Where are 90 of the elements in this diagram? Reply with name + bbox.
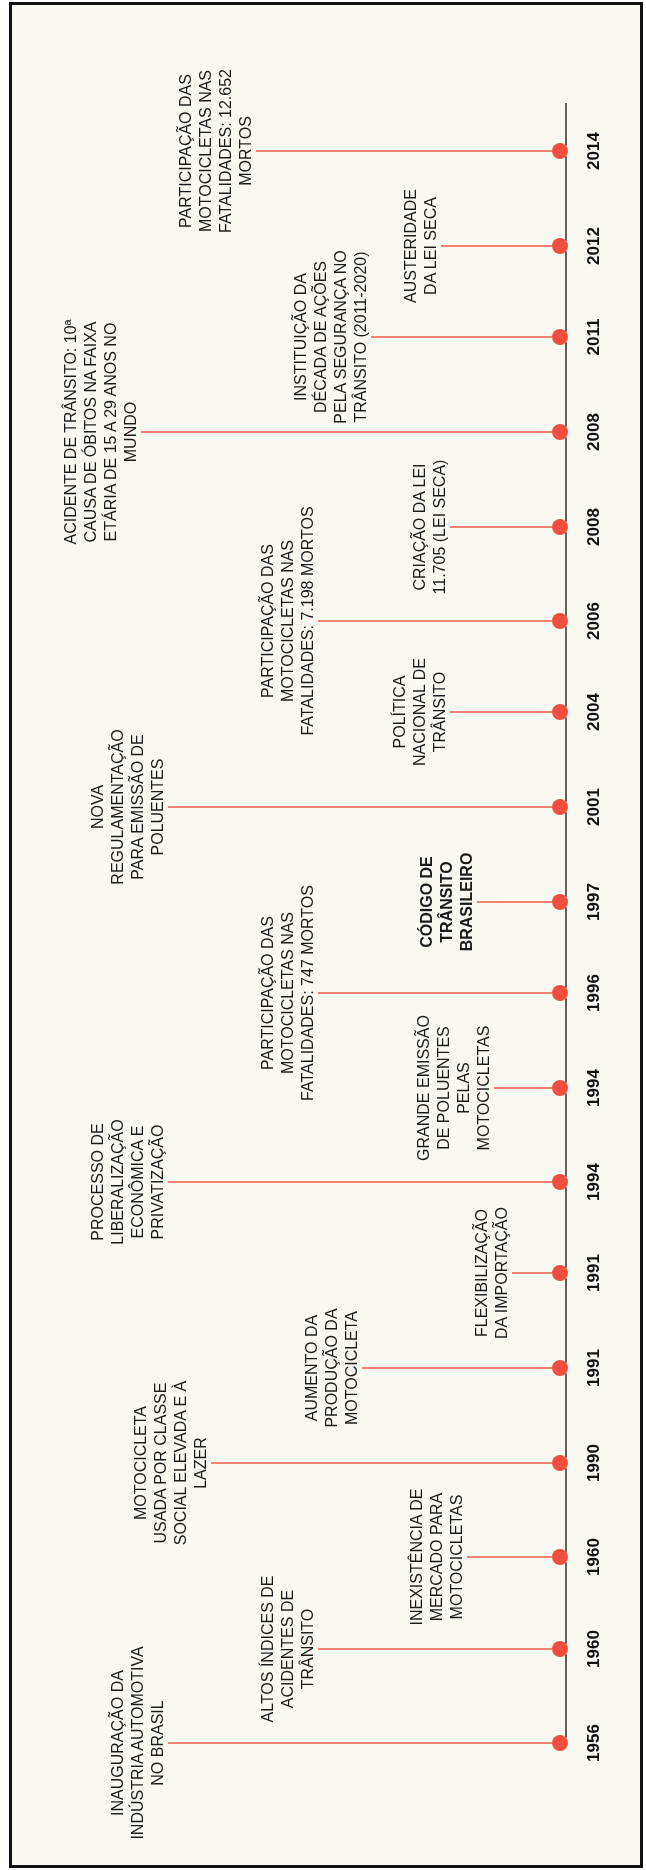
leader-line <box>210 1462 553 1464</box>
timeline-axis <box>565 1372 567 1459</box>
timeline-axis <box>565 1277 567 1364</box>
leader-line <box>317 620 553 622</box>
timeline-dot <box>552 1641 568 1657</box>
leader-line <box>317 1648 553 1650</box>
year-label: 1996 <box>584 974 604 1012</box>
event-label: CÓDIGO DE TRÂNSITO BRASILEIRO <box>417 847 477 957</box>
event-label: PARTICIPAÇÃO DAS MOTOCICLETAS NAS FATALIDADES: 7.198 MORTOS <box>258 491 318 751</box>
year-label: 2008 <box>584 413 604 451</box>
timeline-dot <box>552 1735 568 1751</box>
event-label: ACIDENTE DE TRÂNSITO: 10ª CAUSA DE ÓBITOS NA FAIXA ETÁRIA DE 15 A 29 ANOS NO MUNDO <box>61 317 141 547</box>
year-label: 1960 <box>584 1630 604 1668</box>
timeline-axis <box>565 906 567 989</box>
year-label: 2011 <box>584 318 604 356</box>
timeline-dot <box>552 1549 568 1565</box>
year-label: 2014 <box>584 132 604 170</box>
leader-line <box>511 1272 553 1274</box>
timeline-axis <box>565 625 567 708</box>
year-label: 1960 <box>584 1538 604 1576</box>
timeline-dot <box>552 1080 568 1096</box>
timeline-axis <box>565 811 567 898</box>
event-label: INSTITUIÇÃO DA DÉCADA DE AÇÕES PELA SEGURANÇA NO TRÂNSITO (2011-2020) <box>291 244 371 430</box>
leader-line <box>167 1742 553 1744</box>
timeline-dot <box>552 143 568 159</box>
leader-line <box>493 1087 553 1089</box>
timeline-axis <box>565 1186 567 1269</box>
year-label: 1994 <box>584 1163 604 1201</box>
timeline-dot <box>552 985 568 1001</box>
leader-line <box>466 1556 553 1558</box>
year-label: 2012 <box>584 227 604 265</box>
timeline-axis <box>565 102 567 147</box>
year-label: 2004 <box>584 693 604 731</box>
timeline-axis <box>565 436 567 523</box>
timeline-dot <box>552 613 568 629</box>
timeline-dot <box>552 329 568 345</box>
leader-line <box>255 150 553 152</box>
timeline-dot <box>552 704 568 720</box>
leader-line <box>167 806 553 808</box>
timeline-axis <box>565 1092 567 1178</box>
timeline-axis <box>565 250 567 333</box>
leader-line <box>449 711 553 713</box>
timeline-dot <box>552 1174 568 1190</box>
timeline-axis <box>565 341 567 428</box>
event-label: AUSTERIDADE DA LEI SECA <box>401 181 441 311</box>
event-label: NOVA REGULAMENTAÇÃO PARA EMISSÃO DE POLUENTES <box>88 719 168 895</box>
leader-line <box>317 992 553 994</box>
event-label: POLÍTICA NACIONAL DE TRÂNSITO <box>390 649 450 775</box>
timeline-axis <box>565 716 567 803</box>
event-label: INAUGURAÇÃO DA INDÚSTRIA AUTOMOTIVA NO BRASIL <box>108 1635 168 1851</box>
year-label: 1990 <box>584 1444 604 1482</box>
year-label: 2006 <box>584 602 604 640</box>
leader-line <box>440 245 553 247</box>
year-label: 1994 <box>584 1069 604 1107</box>
leader-line <box>476 901 553 903</box>
event-label: AUMENTO DA PRODUÇÃO DA MOTOCICLETA <box>302 1303 362 1433</box>
year-label: 1997 <box>584 883 604 921</box>
event-label: ALTOS ÍNDICES DE ACIDENTES DE TRÂNSITO <box>258 1574 318 1724</box>
timeline-axis <box>565 997 567 1084</box>
timeline-axis <box>565 1561 567 1645</box>
year-label: 2001 <box>584 788 604 826</box>
leader-line <box>140 431 553 433</box>
timeline-axis <box>565 531 567 617</box>
timeline-axis <box>565 1653 567 1739</box>
timeline-dot <box>552 1360 568 1376</box>
event-label: GRANDE EMISSÃO DE POLUENTES PELAS MOTOCICLETAS <box>414 1005 494 1171</box>
event-label: MOTOCICLETA USADA POR CLASSE SOCIAL ELEVADA E À LAZER <box>131 1378 211 1548</box>
year-label: 2008 <box>584 508 604 546</box>
leader-line <box>361 1367 553 1369</box>
timeline-dot <box>552 238 568 254</box>
year-label: 1991 <box>584 1349 604 1387</box>
event-label: PARTICIPAÇÃO DAS MOTOCICLETAS NAS FATALIDADES: 12.652 MORTOS <box>176 53 256 249</box>
event-label: PROCESSO DE LIBERALIZAÇÃO ECONÔMICA E PRIVATIZAÇÃO <box>88 1112 168 1252</box>
year-label: 1991 <box>584 1254 604 1292</box>
event-label: PARTICIPAÇÃO DAS MOTOCICLETAS NAS FATALIDADES: 747 MORTOS <box>258 873 318 1113</box>
timeline-dot <box>552 519 568 535</box>
leader-line <box>370 336 553 338</box>
timeline-dot <box>552 1265 568 1281</box>
timeline-axis <box>565 155 567 242</box>
timeline-dot <box>552 424 568 440</box>
timeline-dot <box>552 1455 568 1471</box>
leader-line <box>449 526 553 528</box>
event-label: FLEXIBILIZAÇÃO DA IMPORTAÇÃO <box>472 1198 512 1348</box>
leader-line <box>167 1181 553 1183</box>
timeline-axis <box>565 1467 567 1553</box>
event-label: CRIAÇÃO DA LEI 11.705 (LEI SECA) <box>410 449 450 605</box>
year-label: 1956 <box>584 1724 604 1762</box>
timeline-dot <box>552 894 568 910</box>
event-label: INEXISTÊNCIA DE MERCADO PARA MOTOCICLETAS <box>407 1487 467 1627</box>
timeline-dot <box>552 799 568 815</box>
